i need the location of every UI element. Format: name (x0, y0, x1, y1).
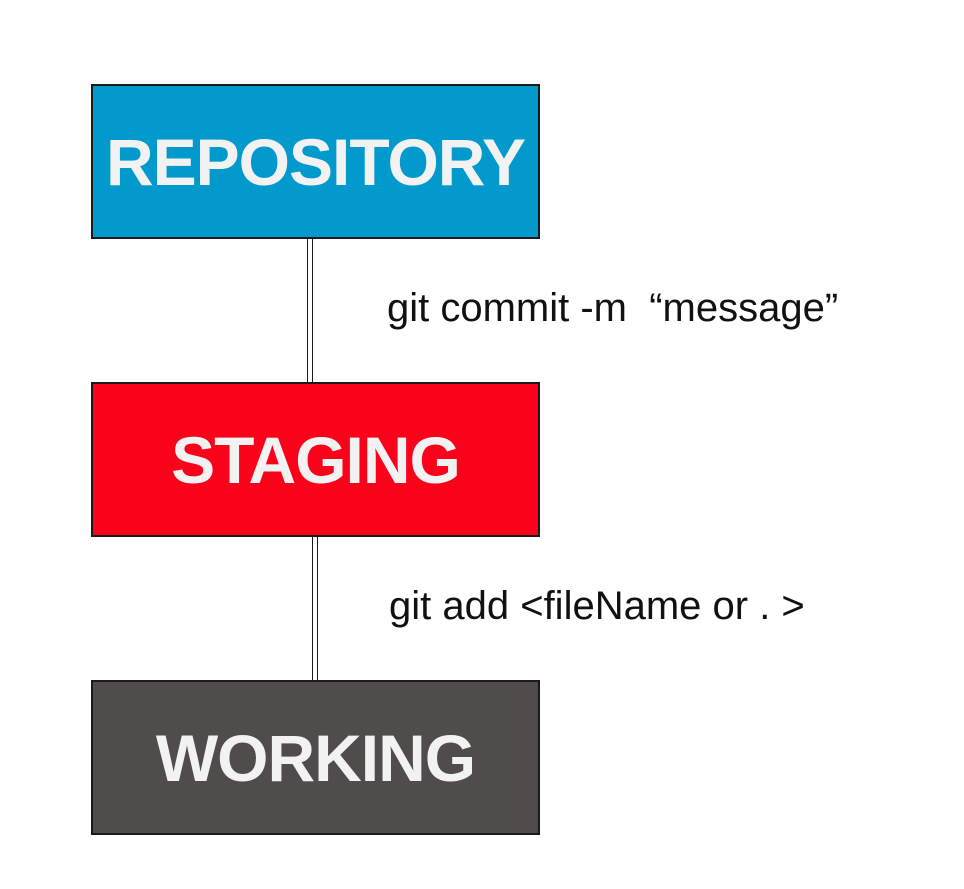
connector-staging-working (312, 536, 318, 682)
working-label: WORKING (155, 720, 476, 795)
add-command-label: git add <fileName or . > (389, 584, 805, 628)
staging-box: STAGING (91, 382, 540, 537)
working-box: WORKING (91, 680, 540, 835)
commit-command-label: git commit -m “message” (387, 286, 839, 330)
repository-label: REPOSITORY (105, 124, 526, 199)
repository-box: REPOSITORY (91, 84, 540, 239)
connector-repository-staging (307, 237, 313, 384)
staging-label: STAGING (171, 422, 461, 497)
